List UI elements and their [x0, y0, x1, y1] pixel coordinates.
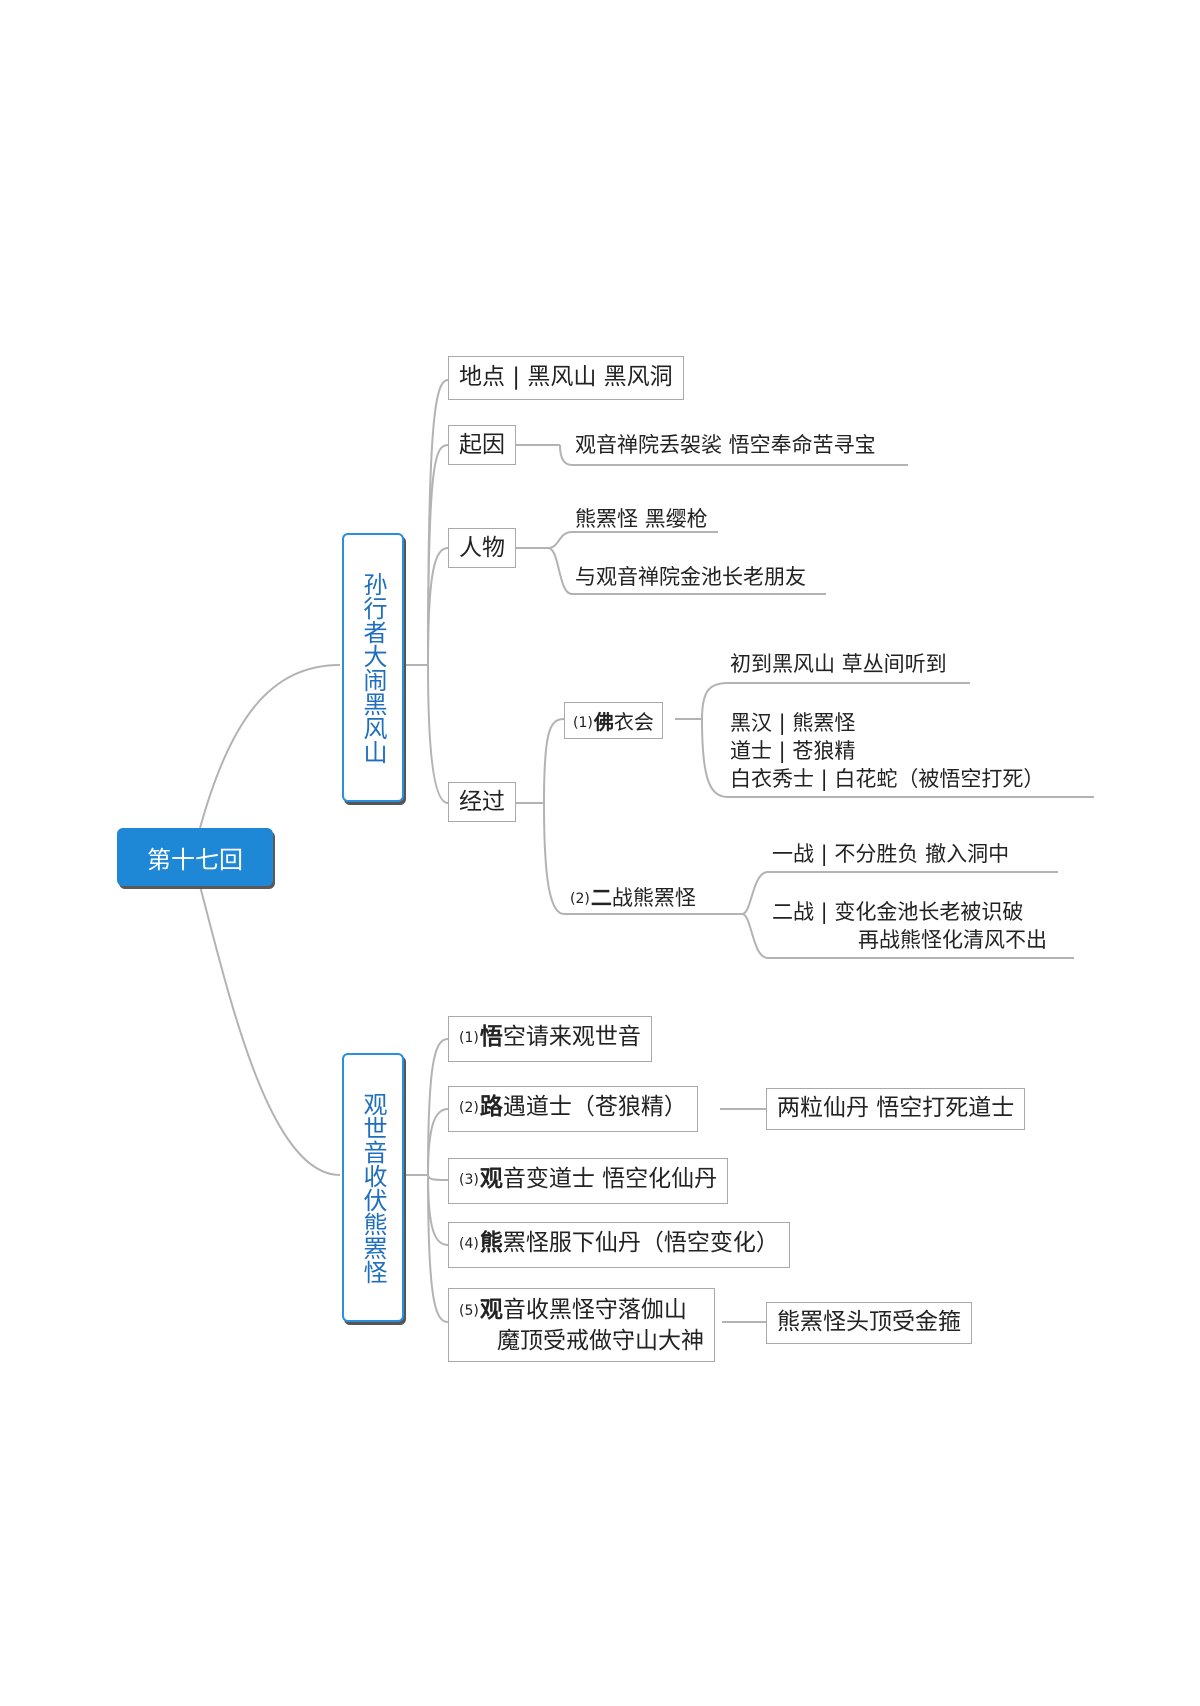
sub2-bold: 二: [590, 886, 612, 910]
sub1-item-4: 白衣秀士 | 白花蛇（被悟空打死）: [730, 767, 1045, 791]
step-2-note: 两粒仙丹 悟空打死道士: [766, 1088, 1026, 1130]
branch-node-1: 孙行者大闹黑风山: [342, 533, 404, 802]
step-3-num: (3): [459, 1172, 479, 1188]
node-process-sub1: (1)佛衣会: [564, 702, 663, 739]
root-label: 第十七回: [147, 845, 243, 874]
step-4-num: (4): [459, 1236, 479, 1252]
node-place: 地点 | 黑风山 黑风洞: [448, 356, 684, 400]
step-1-num: (1): [459, 1030, 479, 1046]
people-label: 人物: [459, 535, 505, 561]
step-1-rest: 空请来观世音: [502, 1024, 641, 1050]
process-label: 经过: [459, 789, 505, 815]
node-process: 经过: [448, 782, 516, 822]
step-5-note: 熊罴怪头顶受金箍: [766, 1302, 972, 1344]
sub1-bold: 佛: [593, 710, 614, 734]
branch-1-label: 孙行者大闹黑风山: [359, 571, 387, 764]
node-people: 人物: [448, 528, 516, 568]
step-5-num: (5): [459, 1303, 479, 1319]
step-5-rest: 音收黑怪守落伽山: [502, 1297, 687, 1323]
sub2-item-1: 一战 | 不分胜负 撤入洞中: [772, 842, 1010, 866]
sub2-num: (2): [570, 891, 590, 907]
people-item-1: 熊罴怪 黑缨枪: [575, 507, 708, 531]
branch-node-2: 观世音收伏熊罴怪: [342, 1053, 404, 1322]
sub1-item-1: 初到黑风山 草丛间听到: [730, 652, 947, 676]
step-3: (3)观音变道士 悟空化仙丹: [448, 1158, 729, 1204]
step-4-rest: 罴怪服下仙丹（悟空变化）: [502, 1230, 779, 1256]
cause-label: 起因: [459, 432, 505, 458]
step-1: (1)悟空请来观世音: [448, 1016, 652, 1062]
step-2: (2)路遇道士（苍狼精）: [448, 1086, 698, 1132]
people-item-2: 与观音禅院金池长老朋友: [575, 565, 806, 589]
step-3-rest: 音变道士 悟空化仙丹: [502, 1166, 718, 1192]
step-2-num: (2): [459, 1100, 479, 1116]
node-cause: 起因: [448, 425, 516, 465]
step-2-note-text: 两粒仙丹 悟空打死道士: [777, 1095, 1015, 1121]
branch-2-label: 观世音收伏熊罴怪: [359, 1091, 387, 1284]
step-5-note-text: 熊罴怪头顶受金箍: [777, 1309, 961, 1335]
step-5-bold: 观: [479, 1297, 503, 1323]
step-4: (4)熊罴怪服下仙丹（悟空变化）: [448, 1222, 790, 1268]
place-text: 地点 | 黑风山 黑风洞: [459, 364, 673, 390]
step-1-bold: 悟: [479, 1024, 503, 1050]
step-4-bold: 熊: [479, 1230, 503, 1256]
sub1-item-3: 道士 | 苍狼精: [730, 739, 856, 763]
cause-text: 观音禅院丢袈裟 悟空奉命苦寻宝: [575, 433, 876, 457]
step-5: (5)观音收黑怪守落伽山 魔顶受戒做守山大神: [448, 1288, 715, 1362]
sub2-item-3: 再战熊怪化清风不出: [858, 928, 1047, 952]
step-5-line2: 魔顶受戒做守山大神: [497, 1328, 704, 1354]
root-node: 第十七回: [117, 828, 273, 886]
sub1-item-2: 黑汉 | 熊罴怪: [730, 711, 856, 735]
node-process-sub2: (2)二战熊罴怪: [570, 884, 696, 914]
sub1-rest: 衣会: [613, 710, 654, 734]
sub1-num: (1): [573, 715, 593, 731]
step-2-bold: 路: [479, 1094, 503, 1120]
step-2-rest: 遇道士（苍狼精）: [502, 1094, 687, 1120]
sub2-rest: 战熊罴怪: [611, 886, 696, 910]
sub2-item-2: 二战 | 变化金池长老被识破: [772, 900, 1024, 924]
step-3-bold: 观: [479, 1166, 503, 1192]
